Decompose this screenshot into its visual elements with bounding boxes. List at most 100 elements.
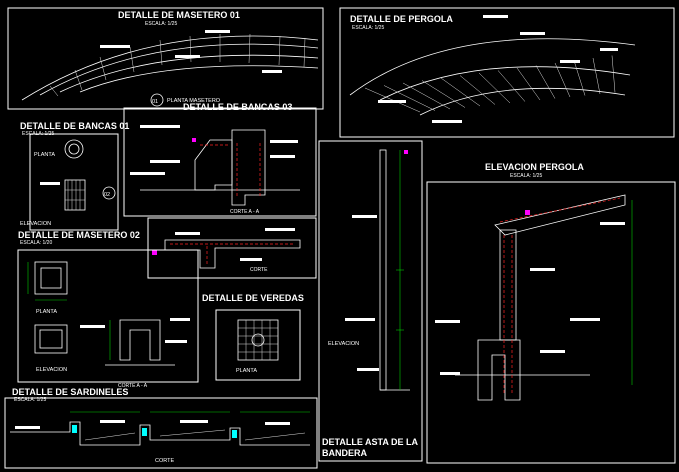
frame-masetero-01 [7, 7, 324, 110]
label-corte-small: CORTE [250, 267, 268, 273]
masetero02-elev-outer [34, 324, 68, 354]
elev-pergola-footing [477, 339, 521, 401]
bancas03-seat [194, 139, 233, 191]
frame-asta [318, 140, 423, 462]
title-sardineles: DETALLE DE SARDINELES [12, 387, 128, 397]
title-veredas: DETALLE DE VEREDAS [202, 293, 304, 303]
pergola-labels [378, 15, 618, 123]
scale-masetero-01: ESCALA: 1/25 [145, 21, 177, 27]
sardineles-markers [72, 425, 237, 438]
badge-02-circle [102, 186, 116, 200]
bancas-elev-body [64, 179, 86, 211]
sardineles-notes [15, 420, 290, 429]
veredas-grid [238, 320, 278, 360]
elev-pergola-notes [435, 222, 625, 375]
title-bancas-03: DETALLE DE BANCAS 03 [183, 102, 292, 112]
veredas-center-mark [251, 333, 265, 347]
elev-pergola-rebar [499, 197, 621, 395]
plan-masetero-02: PLANTA [36, 309, 57, 315]
plan-veredas: PLANTA [236, 368, 257, 374]
bancas-label-bar [40, 182, 60, 185]
elev-pergola-column [499, 229, 517, 341]
sardineles-profile [10, 421, 310, 446]
title-masetero-01: DETALLE DE MASETERO 01 [118, 10, 240, 20]
bancas03-base [231, 129, 266, 206]
frame-bancas-03 [123, 107, 317, 217]
masetero02-plan-outer [34, 261, 68, 295]
plan-masetero-label: PLANTA MASETERO [167, 98, 221, 104]
bancas-elev-hatch [65, 180, 85, 210]
scale-elevacion-pergola: ESCALA: 1/25 [510, 173, 542, 179]
asta-marker [404, 150, 408, 154]
elev-masetero-02: ELEVACION [36, 367, 67, 373]
sardineles-slope [84, 429, 306, 441]
corte-small-marker [152, 250, 157, 255]
pergola-hatch [364, 55, 616, 113]
elev-pergola-marker [525, 210, 530, 215]
bancas-plan-circle [64, 139, 84, 159]
pergola-arc-mid [379, 66, 631, 101]
cut-bancas-03: CORTE A - A [230, 209, 260, 215]
panel-masetero-02: DETALLE DE MASETERO 02 ESCALA: 1/20 PLAN… [17, 230, 199, 389]
bancas03-rebar [200, 143, 261, 198]
arc-labels [100, 30, 282, 73]
pergola-arc-inner [419, 87, 626, 116]
scale-masetero-02: ESCALA: 1/20 [20, 240, 52, 246]
badge-01: 01 [152, 99, 158, 105]
bancas03-notes [130, 125, 298, 175]
panel-bancas-03: DETALLE DE BANCAS 03 CORTE A - A [123, 102, 317, 217]
panel-sardineles: DETALLE DE SARDINELES ESCALA: 1/25 CORTE [4, 387, 318, 469]
panel-masetero-01: DETALLE DE MASETERO 01 ESCALA: 1/25 01 P… [7, 7, 324, 110]
frame-veredas [215, 309, 301, 381]
elev-asta: ELEVACION [328, 341, 359, 347]
elev-bancas-01: ELEVACION [20, 221, 51, 227]
elev-pergola-beam [494, 194, 626, 236]
panel-corte-small: CORTE [147, 217, 317, 279]
masetero02-plan-inner [40, 267, 62, 289]
frame-elevacion-pergola [426, 181, 676, 464]
asta-pole [379, 149, 387, 391]
corte-small-notes [175, 228, 295, 261]
badge-01-circle [150, 93, 164, 107]
panel-veredas: DETALLE DE VEREDAS PLANTA [202, 293, 304, 381]
title-bancas-01: DETALLE DE BANCAS 01 [20, 121, 129, 131]
title-masetero-02: DETALLE DE MASETERO 02 [18, 230, 140, 240]
frame-bancas-01 [29, 133, 119, 231]
plan-bancas-01: PLANTA [34, 152, 55, 158]
masetero02-notes [80, 318, 190, 343]
masetero02-dims [27, 262, 111, 360]
cut-masetero-02: CORTE A - A [118, 383, 148, 389]
panel-elevacion-pergola: ELEVACION PERGOLA ESCALA: 1/25 [426, 162, 676, 464]
title-asta-line1: DETALLE ASTA DE LA [322, 437, 418, 447]
asta-notes [345, 215, 379, 371]
masetero02-elev-inner [39, 329, 63, 349]
cut-sardineles: CORTE [155, 458, 174, 464]
scale-pergola: ESCALA: 1/25 [352, 25, 384, 31]
arc-inner2 [79, 65, 319, 93]
title-pergola: DETALLE DE PERGOLA [350, 14, 453, 24]
arc-outer [21, 35, 319, 101]
title-elevacion-pergola: ELEVACION PERGOLA [485, 162, 584, 172]
masetero02-cut [119, 319, 161, 361]
title-asta-line2: BANDERA [322, 448, 368, 458]
panel-asta: ELEVACION DETALLE ASTA DE LA BANDERA [318, 140, 423, 462]
bancas03-marker [192, 138, 196, 142]
bancas-plan-circle-inner [68, 143, 80, 155]
frame-masetero-02 [17, 249, 199, 383]
frame-corte-small [147, 217, 317, 279]
badge-02: 02 [104, 192, 110, 198]
arc-mid [39, 43, 319, 96]
scale-bancas-01: ESCALA: 1/25 [22, 131, 54, 137]
scale-sardineles: ESCALA: 1/25 [14, 397, 46, 403]
frame-sardineles [4, 397, 318, 469]
frame-pergola [339, 7, 675, 138]
veredas-tile [237, 319, 279, 361]
arc-inner [59, 54, 319, 93]
corte-small-rebar [170, 243, 295, 265]
panel-pergola: DETALLE DE PERGOLA ESCALA: 1/25 [339, 7, 675, 138]
asta-dims [396, 150, 404, 390]
panel-bancas-01: DETALLE DE BANCAS 01 ESCALA: 1/25 PLANTA… [20, 121, 129, 231]
pergola-arc-outer [349, 38, 636, 96]
arc-ribs [49, 33, 306, 97]
